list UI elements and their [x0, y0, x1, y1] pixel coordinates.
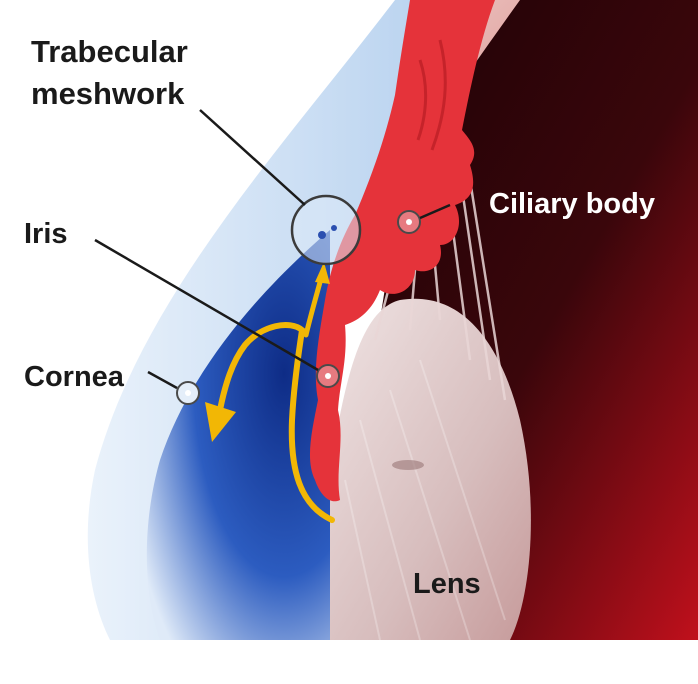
- meshwork-dot: [331, 225, 337, 231]
- lens-highlight: [392, 460, 424, 470]
- trabecular-meshwork-label-line1: Trabecular: [31, 34, 188, 69]
- trabecular-meshwork-label-line2: meshwork: [31, 76, 185, 111]
- trabecular-meshwork-marker: [292, 196, 360, 264]
- marker-dot: [406, 219, 412, 225]
- ciliary-body-label: Ciliary body: [489, 188, 655, 220]
- lens-label: Lens: [413, 568, 481, 600]
- marker-dot: [325, 373, 331, 379]
- meshwork-dot: [318, 231, 326, 239]
- marker-dot: [185, 390, 191, 396]
- cornea-label: Cornea: [24, 361, 125, 393]
- iris-label: Iris: [24, 218, 68, 250]
